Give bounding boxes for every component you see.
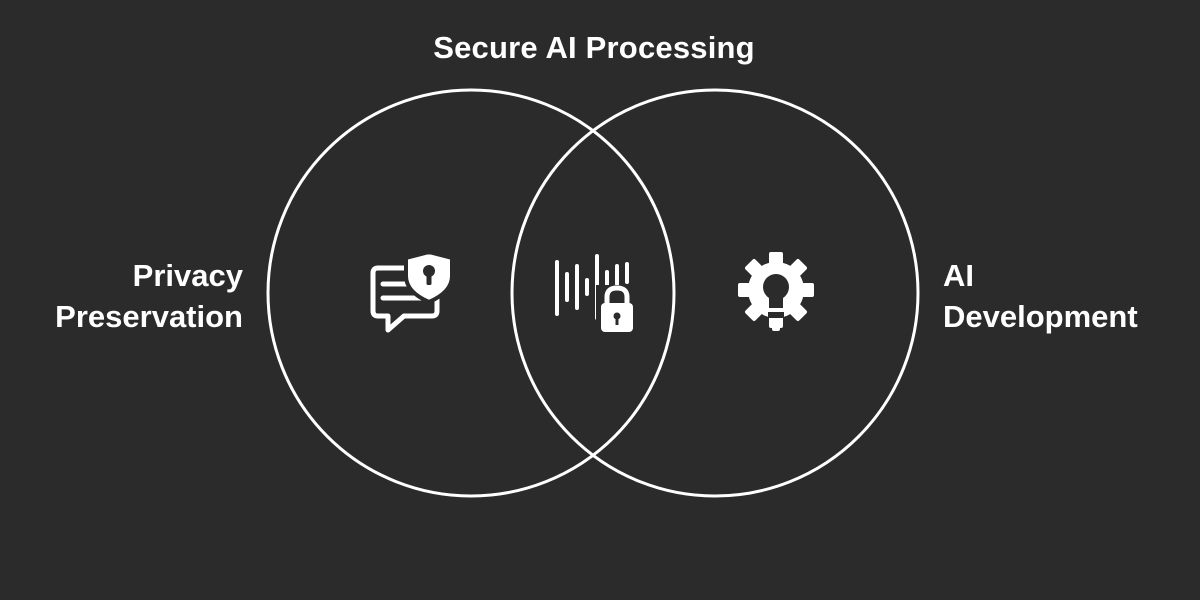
padlock-icon xyxy=(596,285,638,336)
right-circle xyxy=(510,88,920,498)
left-set-label: Privacy Preservation xyxy=(55,255,243,337)
secure-chat-icon xyxy=(370,250,454,333)
diagram-title: Secure AI Processing xyxy=(433,30,755,65)
left-circle xyxy=(266,88,676,498)
gear-bulb-icon xyxy=(738,252,814,331)
left-set-label-line1: Privacy xyxy=(132,258,243,293)
left-set-label-line2: Preservation xyxy=(55,299,243,334)
right-set-label: AI Development xyxy=(943,255,1138,337)
right-set-label-line2: Development xyxy=(943,299,1138,334)
right-set-label-line1: AI xyxy=(943,258,974,293)
